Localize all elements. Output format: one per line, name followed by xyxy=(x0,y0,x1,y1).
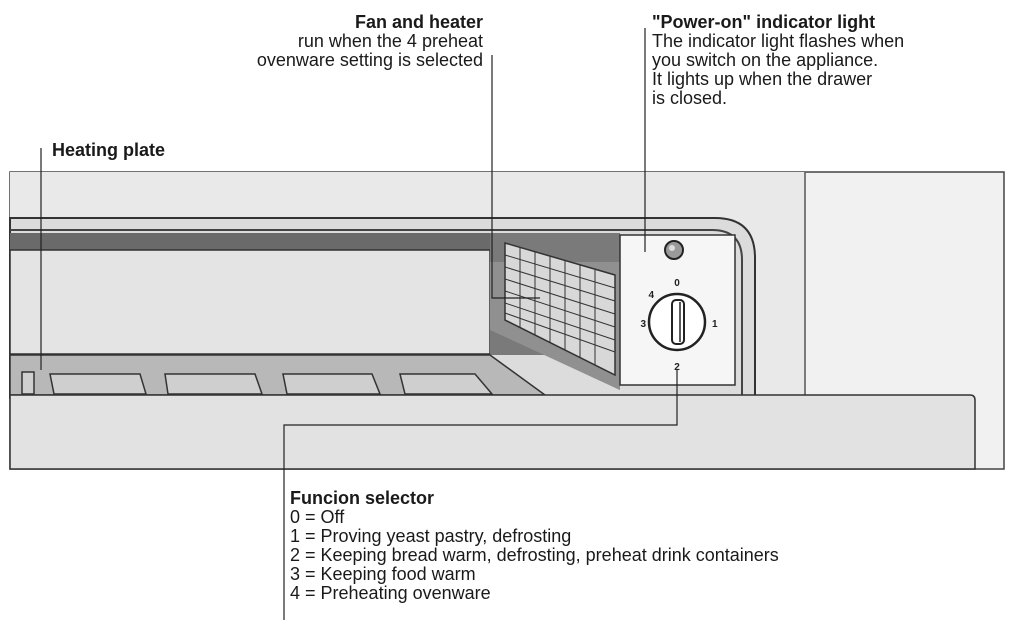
function-selector-callout: Funcion selector 0 = Off 1 = Proving yea… xyxy=(290,489,779,603)
plate-recess-4 xyxy=(399,373,494,395)
fan-heater-line: ovenware setting is selected xyxy=(256,50,483,70)
power-light-line: It lights up when the drawer xyxy=(652,69,873,89)
function-selector-title: Funcion selector xyxy=(290,488,435,508)
leader-function-selector xyxy=(283,370,678,620)
power-light-line: you switch on the appliance. xyxy=(652,50,879,70)
power-light-title: "Power-on" indicator light xyxy=(652,12,876,32)
function-selector-dial xyxy=(647,292,707,352)
drawer-interior-top xyxy=(10,233,510,253)
drawer-inner-panel xyxy=(9,249,491,355)
dial-mark-4: 4 xyxy=(648,290,654,301)
drawer-front xyxy=(9,394,976,470)
heating-plate-label: Heating plate xyxy=(52,140,166,160)
dial-mark-2: 2 xyxy=(674,362,680,373)
plate-recess-2 xyxy=(164,373,264,395)
function-setting: 3 = Keeping food warm xyxy=(290,564,476,584)
dial-mark-0: 0 xyxy=(674,278,680,289)
power-light-line: is closed. xyxy=(652,88,728,108)
function-setting: 2 = Keeping bread warm, defrosting, preh… xyxy=(290,545,779,565)
plate-recess-3 xyxy=(282,373,382,395)
function-setting: 0 = Off xyxy=(290,507,345,527)
power-light-callout: "Power-on" indicator light The indicator… xyxy=(652,13,904,108)
fan-heater-callout: Fan and heater run when the 4 preheat ov… xyxy=(257,13,483,70)
leader-fan-heater xyxy=(491,55,540,299)
dial-mark-1: 1 xyxy=(712,319,718,330)
power-light-line: The indicator light flashes when xyxy=(652,31,905,51)
fan-grille xyxy=(504,242,616,377)
fan-heater-title: Fan and heater xyxy=(354,12,483,32)
fan-heater-line: run when the 4 preheat xyxy=(297,31,483,51)
function-setting: 4 = Preheating ovenware xyxy=(290,583,491,603)
dial-mark-3: 3 xyxy=(640,319,646,330)
function-setting: 1 = Proving yeast pastry, defrosting xyxy=(290,526,572,546)
plate-recess-1 xyxy=(49,373,148,395)
